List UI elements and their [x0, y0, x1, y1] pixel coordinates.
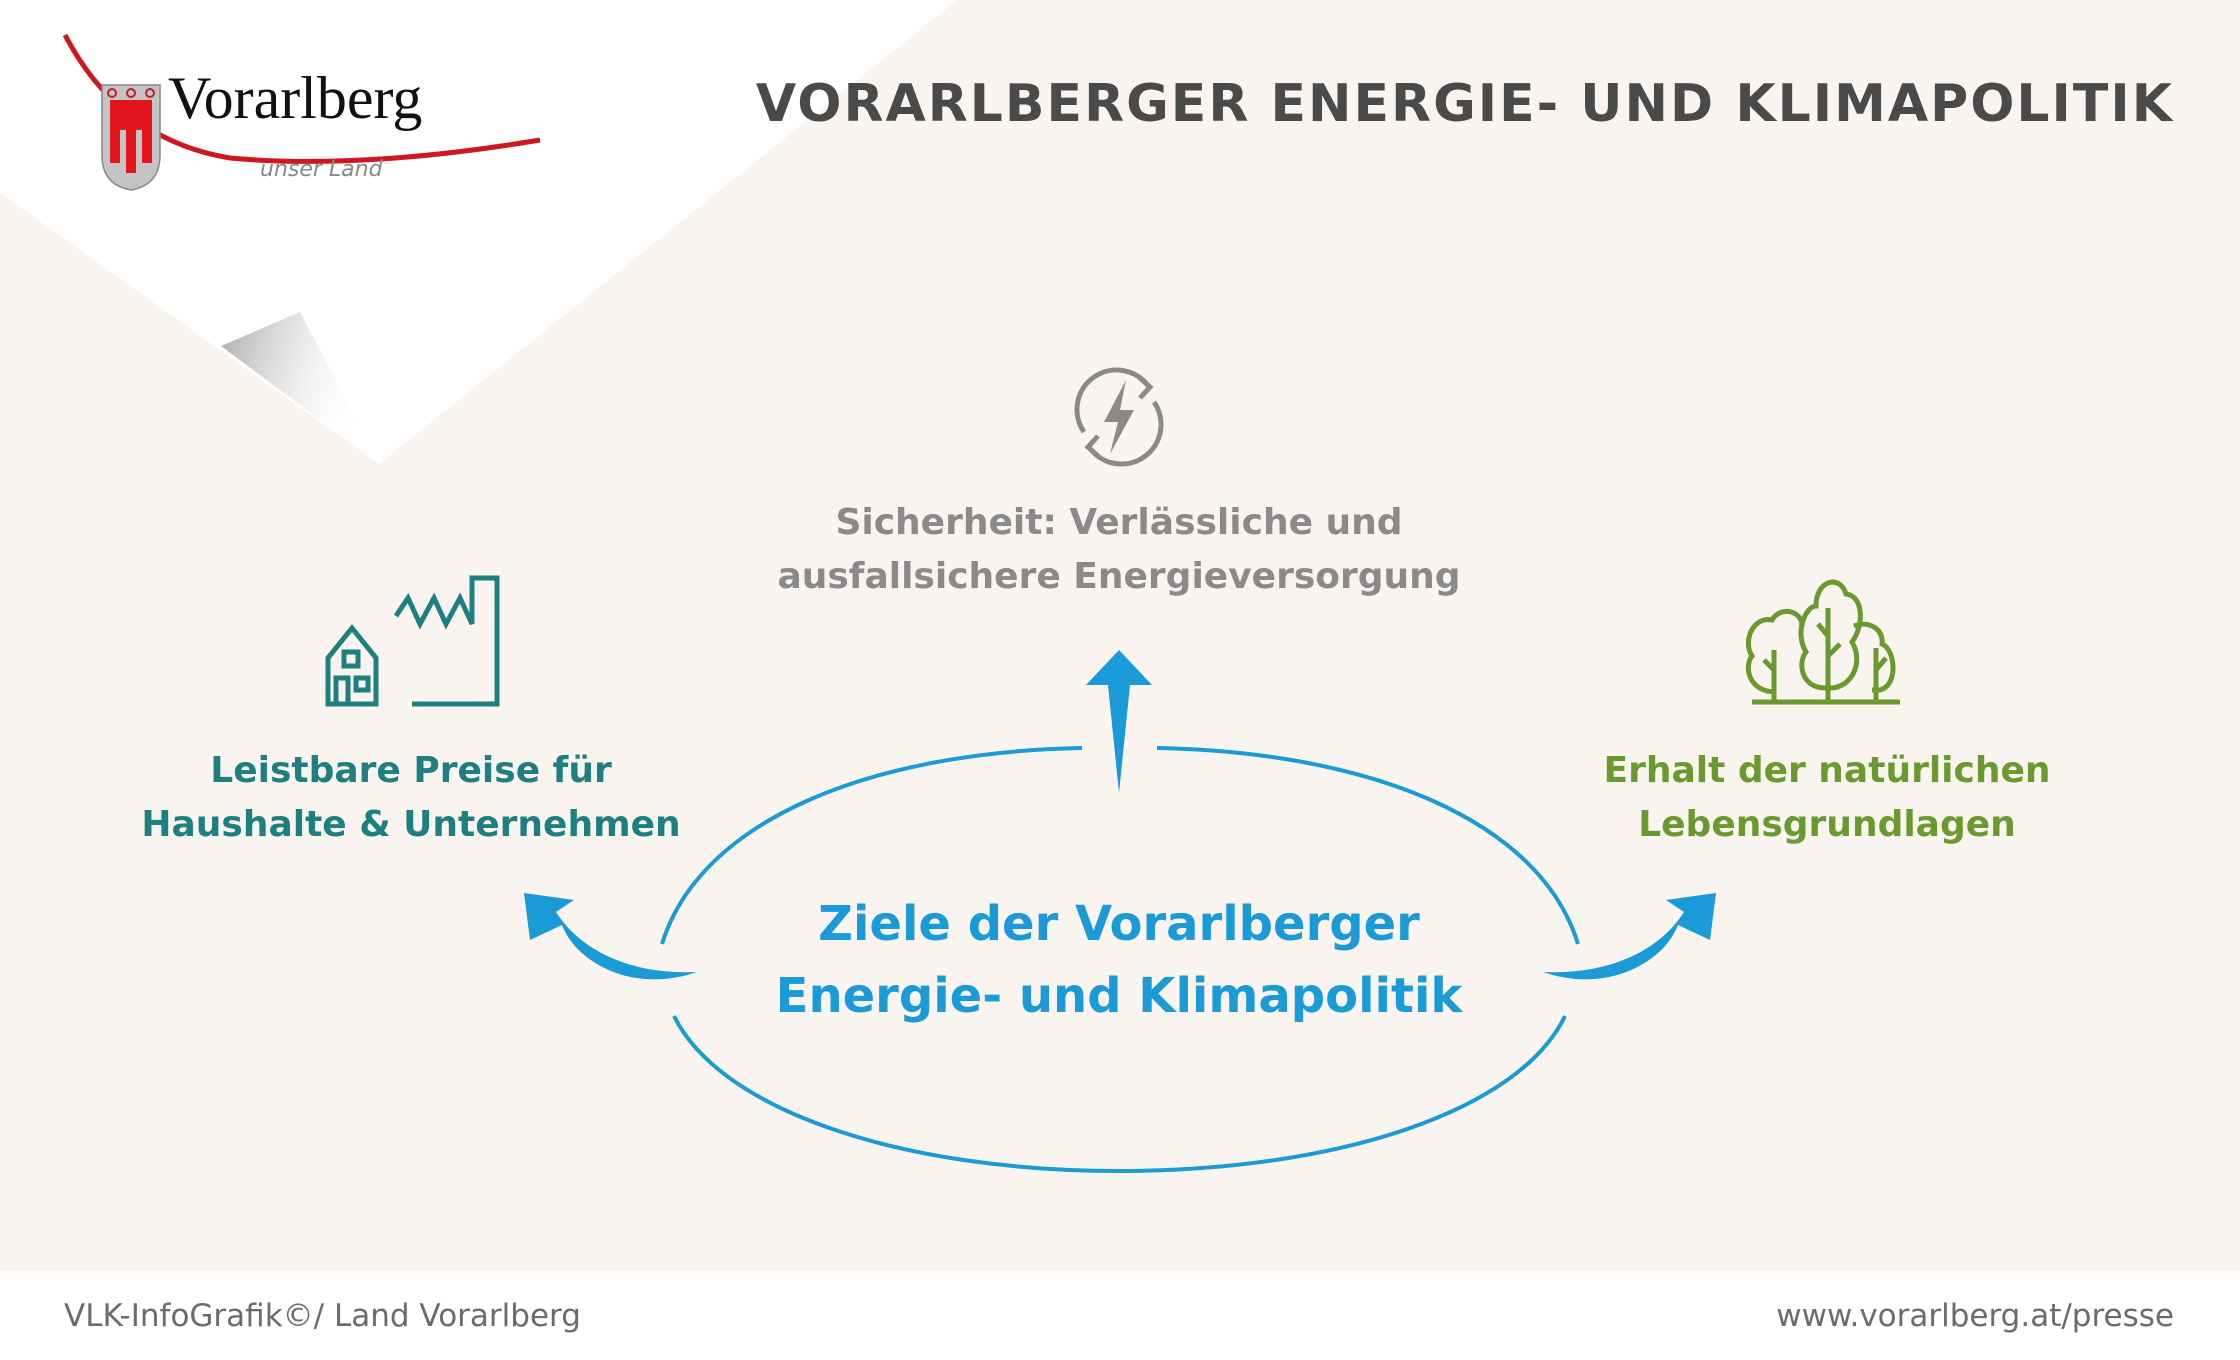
- goal-natural-line1: Erhalt der natürlichen: [1603, 750, 2051, 791]
- trees-icon: [1745, 579, 1900, 705]
- arrow-right-curved-icon: [1543, 893, 1716, 980]
- goal-affordable-prices: Leistbare Preise für Haushalte & Unterne…: [111, 744, 711, 852]
- center-line2: Energie- und Klimapolitik: [775, 968, 1463, 1024]
- house-factory-icon: [325, 575, 500, 707]
- shadow-fold: [221, 312, 379, 464]
- goal-natural-line2: Lebensgrundlagen: [1638, 804, 2016, 845]
- ellipse-arc-top-left: [660, 746, 1083, 945]
- goal-natural-resources: Erhalt der natürlichen Lebensgrundlagen: [1527, 744, 2127, 852]
- footer-url-link[interactable]: www.vorarlberg.at/presse: [1776, 1298, 2174, 1334]
- energy-cycle-icon: [1074, 367, 1164, 467]
- goal-security-line2: ausfallsichere Energieversorgung: [777, 556, 1461, 597]
- goal-affordable-line1: Leistbare Preise für: [210, 750, 612, 791]
- footer-credit: VLK-InfoGrafik©/ Land Vorarlberg: [64, 1298, 581, 1334]
- goal-affordable-line2: Haushalte & Unternehmen: [141, 804, 681, 845]
- arrow-up-icon: [1086, 650, 1152, 793]
- footer: [0, 1271, 2240, 1360]
- arrow-left-curved-icon: [524, 893, 697, 980]
- vorarlberg-logo: Vorarlberg unser Land: [62, 33, 541, 191]
- page-title: VORARLBERGER ENERGIE- UND KLIMAPOLITIK: [755, 74, 2174, 134]
- goal-security-line1: Sicherheit: Verlässliche und: [835, 502, 1403, 543]
- goal-security: Sicherheit: Verlässliche und ausfallsich…: [719, 496, 1519, 604]
- center-line1: Ziele der Vorarlberger: [818, 896, 1420, 952]
- logo-name: Vorarlberg: [168, 65, 422, 131]
- center-heading: Ziele der Vorarlberger Energie- und Klim…: [719, 888, 1519, 1032]
- ellipse-arc-bottom: [672, 1015, 1567, 1174]
- logo-tagline: unser Land: [260, 157, 384, 182]
- ellipse-arc-top-right: [1156, 746, 1580, 945]
